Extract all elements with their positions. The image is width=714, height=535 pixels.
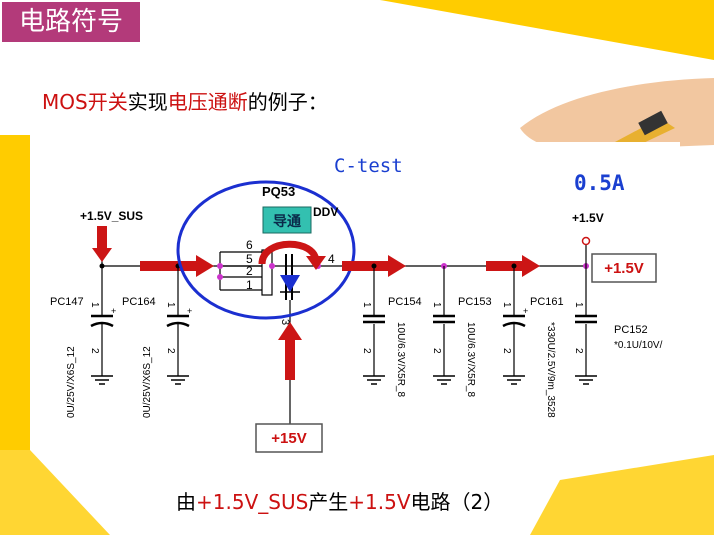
gate-voltage-tag — [255, 423, 323, 453]
pin-dot — [217, 274, 223, 280]
pin-dot — [269, 263, 275, 269]
cap-pin-number: 2 — [501, 348, 512, 354]
conduction-curve-arrow — [258, 240, 320, 265]
subtitle-mos: MOS — [42, 90, 88, 114]
caption-output-net: +1.5V — [348, 490, 411, 514]
mosfet-ref-label: PQ53 — [262, 184, 295, 199]
slide-title: 电路符号 — [2, 2, 140, 42]
capacitor-pc164: +1 2 PC164 0U/25V/X6S_12 — [122, 266, 192, 418]
top-yellow-wave — [380, 0, 714, 60]
cap-value-label: 0U/25V/X6S_12 — [142, 346, 153, 418]
cap-plate-curved — [502, 321, 526, 328]
rail-right-arrow1-head — [388, 255, 406, 277]
cap-pin-number: 2 — [573, 348, 584, 354]
input-net-label: +1.5V_SUS — [80, 209, 143, 223]
rail-right-arrow2-body — [486, 261, 526, 271]
output-net-label: +1.5V — [572, 211, 604, 225]
subtitle-implement: 实现 — [127, 90, 168, 114]
capacitor-pc147: +1 2 PC147 0U/25V/X6S_12 — [50, 266, 116, 418]
cap-ref-label: PC147 — [50, 296, 84, 308]
cap-pin-number: 1 — [431, 302, 442, 308]
input-arrow-body — [97, 226, 107, 248]
cap-value-label: *0.1U/10V/ — [614, 340, 663, 351]
subtitle-switch: 开关 — [87, 90, 128, 114]
subtitle-voltage-onoff: 电压通断 — [167, 90, 248, 114]
cap-polarity-mark: + — [523, 306, 528, 316]
pin-5-number: 5 — [246, 252, 253, 266]
left-yellow-strip — [0, 135, 30, 535]
capacitor-pc153: 1 2 PC153 10U/6.3V/X5R_8 — [431, 266, 492, 397]
capacitor-group: +12PC1470U/25V/X6S_12+12PC1640U/25V/X6S_… — [50, 266, 663, 418]
capacitor-pc161: +1 2 PC161 *330U/2.5V/9m_3528 — [501, 266, 564, 418]
ctest-label: C-test — [334, 155, 403, 177]
capacitor-pc154: 1 2 PC154 10U/6.3V/X5R_8 — [361, 266, 422, 397]
rail-left-arrow-head — [196, 255, 214, 277]
cap-value-label: 0U/25V/X6S_12 — [66, 346, 77, 418]
bottom-left-yellow — [0, 450, 110, 535]
current-label: 0.5A — [574, 171, 625, 195]
caption-circuit: 电路（2） — [410, 490, 504, 514]
cap-ref-label: PC161 — [530, 296, 564, 308]
cap-plate-curved — [90, 321, 114, 328]
cap-ref-label: PC154 — [388, 296, 422, 308]
output-voltage-tag — [591, 253, 657, 283]
pin-dot — [217, 263, 223, 269]
gate-arrow-body — [285, 338, 295, 380]
caption-source-net: +1.5V_SUS — [196, 490, 309, 514]
conduct-label-box — [262, 206, 312, 234]
input-arrow-head — [92, 248, 112, 262]
cap-pin-number: 2 — [361, 348, 372, 354]
cap-polarity-mark: + — [111, 306, 116, 316]
cap-pin-number: 1 — [361, 302, 372, 308]
schematic-panel — [34, 142, 680, 454]
conduction-arrow-head — [306, 256, 326, 270]
caption-from: 由 — [176, 490, 196, 514]
cap-value-label: 10U/6.3V/X5R_8 — [465, 322, 476, 397]
cap-pin-number: 1 — [165, 302, 176, 308]
cap-pin-number: 1 — [573, 302, 584, 308]
pin-3-number: 3 — [279, 319, 291, 325]
pin-1-number: 1 — [246, 278, 253, 292]
rail-right-arrow2-head — [522, 255, 540, 277]
cap-pin-number: 2 — [431, 348, 442, 354]
output-terminal — [581, 236, 591, 246]
rail-right-arrow1-body — [342, 261, 392, 271]
pin-4-number: 4 — [328, 252, 335, 266]
gate-voltage-label: +15V — [271, 430, 306, 447]
pin-2-number: 2 — [246, 264, 253, 278]
cap-plate-curved — [166, 321, 190, 328]
cap-pin-number: 1 — [89, 302, 100, 308]
subtitle-example: 的例子： — [247, 90, 328, 114]
caption-generate: 产生 — [308, 490, 349, 514]
mosfet-part-label: DDV — [313, 205, 338, 219]
slide-subtitle: MOS开关实现电压通断的例子： — [42, 86, 328, 115]
capacitor-pc152: 1 2 PC152 *0.1U/10V/ — [573, 266, 663, 385]
cap-ref-label: PC152 — [614, 324, 648, 336]
cap-pin-number: 1 — [501, 302, 512, 308]
mosfet-highlight-ellipse — [176, 180, 356, 320]
pin-6-number: 6 — [246, 238, 253, 252]
cap-pin-number: 2 — [165, 348, 176, 354]
mosfet-symbol — [261, 249, 352, 318]
bottom-right-yellow — [530, 455, 714, 535]
output-voltage-label: +1.5V — [604, 260, 644, 277]
cap-ref-label: PC164 — [122, 296, 156, 308]
cap-ref-label: PC153 — [458, 296, 492, 308]
gate-arrow-head — [278, 322, 302, 340]
cap-pin-number: 2 — [89, 348, 100, 354]
cap-value-label: 10U/6.3V/X5R_8 — [395, 322, 406, 397]
rail-left-arrow-body — [140, 261, 200, 271]
conduct-label: 导通 — [273, 213, 301, 229]
cap-value-label: *330U/2.5V/9m_3528 — [545, 322, 556, 418]
cap-polarity-mark: + — [187, 306, 192, 316]
slide-caption: 由+1.5V_SUS产生+1.5V电路（2） — [176, 486, 503, 515]
